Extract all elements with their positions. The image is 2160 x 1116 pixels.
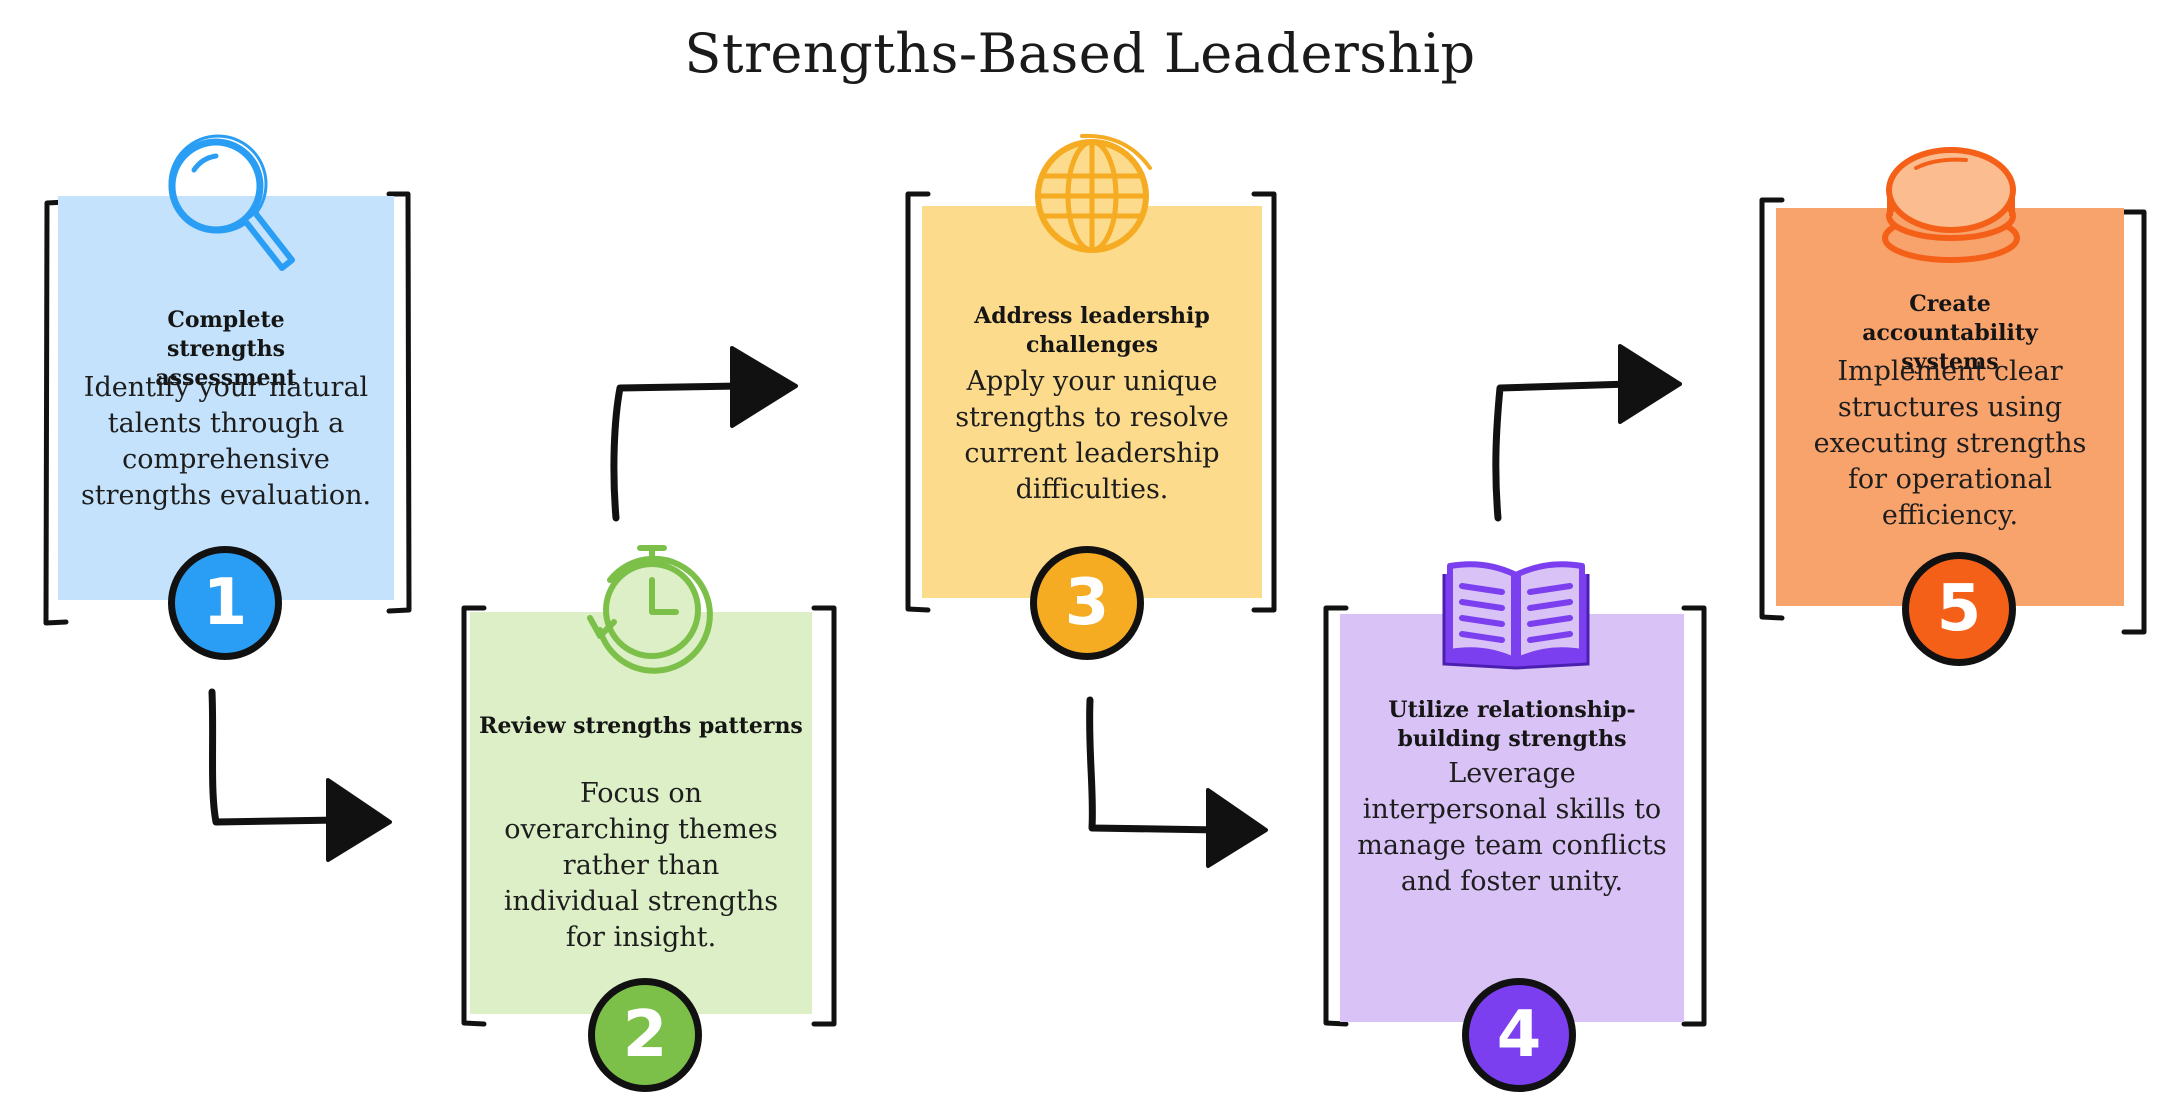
bracket-right-2 [811, 605, 837, 1027]
card-background [922, 206, 1262, 598]
step-heading: Create accountability systems [1862, 291, 2038, 375]
arrow-2-to-3 [610, 346, 798, 522]
step-number-badge-2: 2 [588, 978, 702, 1092]
step-description: Identify your natural talents through a … [80, 372, 372, 511]
card-background [470, 612, 812, 1014]
step-heading: Complete strengths assessment [155, 307, 297, 391]
bracket-right-1 [386, 191, 412, 614]
stack-icon [1882, 147, 2020, 263]
step-card-2: Review strengths patterns Focus on overa… [470, 612, 812, 1014]
card-background [58, 196, 394, 600]
card-background [1340, 614, 1684, 1022]
magnifier-icon [168, 134, 295, 271]
step-card-1: Complete strengths assessment Identify y… [58, 196, 394, 600]
step-number-badge-1: 1 [168, 546, 282, 660]
clock-icon [587, 545, 713, 674]
card-background [1776, 208, 2124, 606]
arrow-4-to-5 [1492, 344, 1682, 522]
globe-icon [1035, 133, 1152, 253]
step-number-badge-5: 5 [1902, 552, 2016, 666]
bracket-left-3 [905, 191, 931, 613]
page-title: Strengths-Based Leadership [684, 22, 1476, 85]
book-icon [1442, 561, 1590, 670]
step-number-badge-4: 4 [1462, 978, 1576, 1092]
bracket-left-2 [461, 605, 487, 1027]
bracket-left-5 [1759, 197, 1785, 621]
bracket-left-4 [1323, 605, 1349, 1027]
step-description: Implement clear structures using executi… [1813, 356, 2087, 531]
step-heading: Address leadership challenges [974, 303, 1210, 358]
arrow-1-to-2 [208, 688, 392, 862]
bracket-left-1 [43, 199, 69, 626]
step-description: Focus on overarching themes rather than … [503, 778, 779, 953]
bracket-right-3 [1251, 191, 1277, 613]
step-description: Leverage interpersonal skills to manage … [1357, 758, 1667, 897]
bracket-right-4 [1681, 605, 1707, 1027]
step-card-3: Address leadership challenges Apply your… [922, 206, 1262, 598]
arrow-3-to-4 [1086, 696, 1268, 868]
step-card-4: Utilize relationship-building strengths … [1340, 614, 1684, 1022]
step-heading: Review strengths patterns [479, 713, 803, 739]
step-card-5: Create accountability systems Implement … [1776, 208, 2124, 606]
step-number-badge-3: 3 [1030, 546, 1144, 660]
step-description: Apply your unique strengths to resolve c… [955, 366, 1229, 505]
step-heading: Utilize relationship-building strengths [1388, 697, 1636, 752]
bracket-right-5 [2121, 209, 2147, 635]
